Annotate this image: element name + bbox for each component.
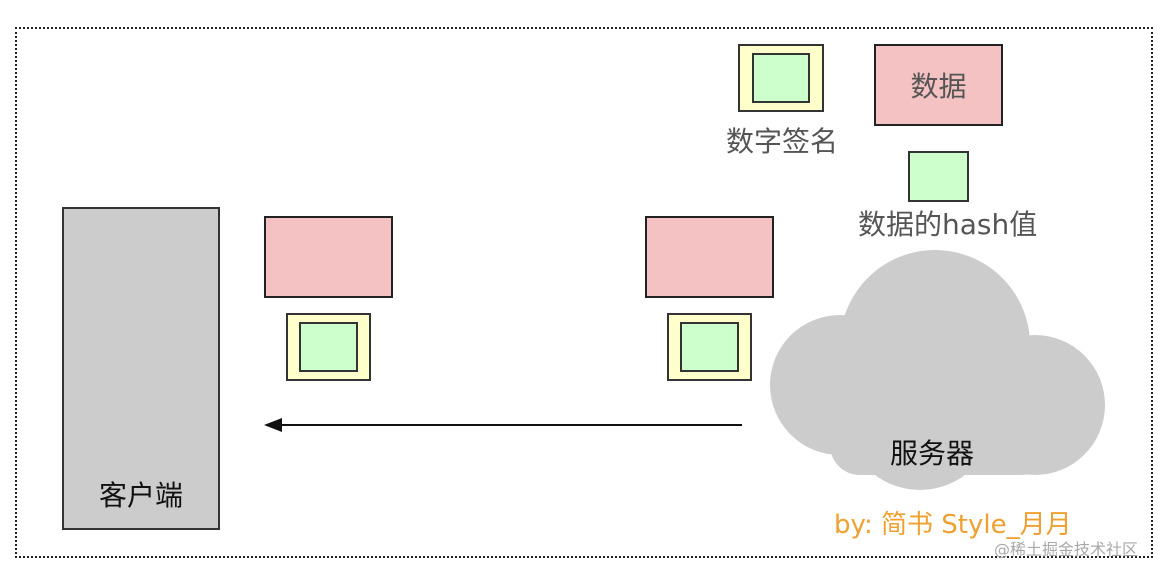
server-data-box [645, 216, 774, 298]
client-signature-inner [299, 322, 358, 372]
client-label: 客户端 [98, 479, 183, 512]
legend-data-box: 数据 [874, 44, 1003, 126]
legend-signature-box [738, 44, 824, 112]
legend-hash-label: 数据的hash值 [858, 208, 1038, 241]
watermark: @稀土掘金技术社区 [994, 540, 1139, 559]
server-label: 服务器 [890, 437, 975, 470]
author-credit: by: 简书 Style_月月 [834, 510, 1072, 540]
legend-hash-box [908, 151, 969, 202]
server-signature-inner [680, 322, 739, 372]
server-cloud-icon [770, 250, 1105, 490]
server-signature-box [667, 313, 752, 381]
legend-signature-inner [752, 53, 810, 103]
transfer-arrow [264, 418, 742, 432]
client-data-box [264, 216, 393, 298]
client-signature-box [286, 313, 371, 381]
diagram-frame [15, 27, 1153, 558]
legend-signature-label: 数字签名 [726, 125, 839, 158]
client-box: 客户端 [62, 207, 220, 530]
legend-data-label: 数据 [910, 70, 967, 103]
